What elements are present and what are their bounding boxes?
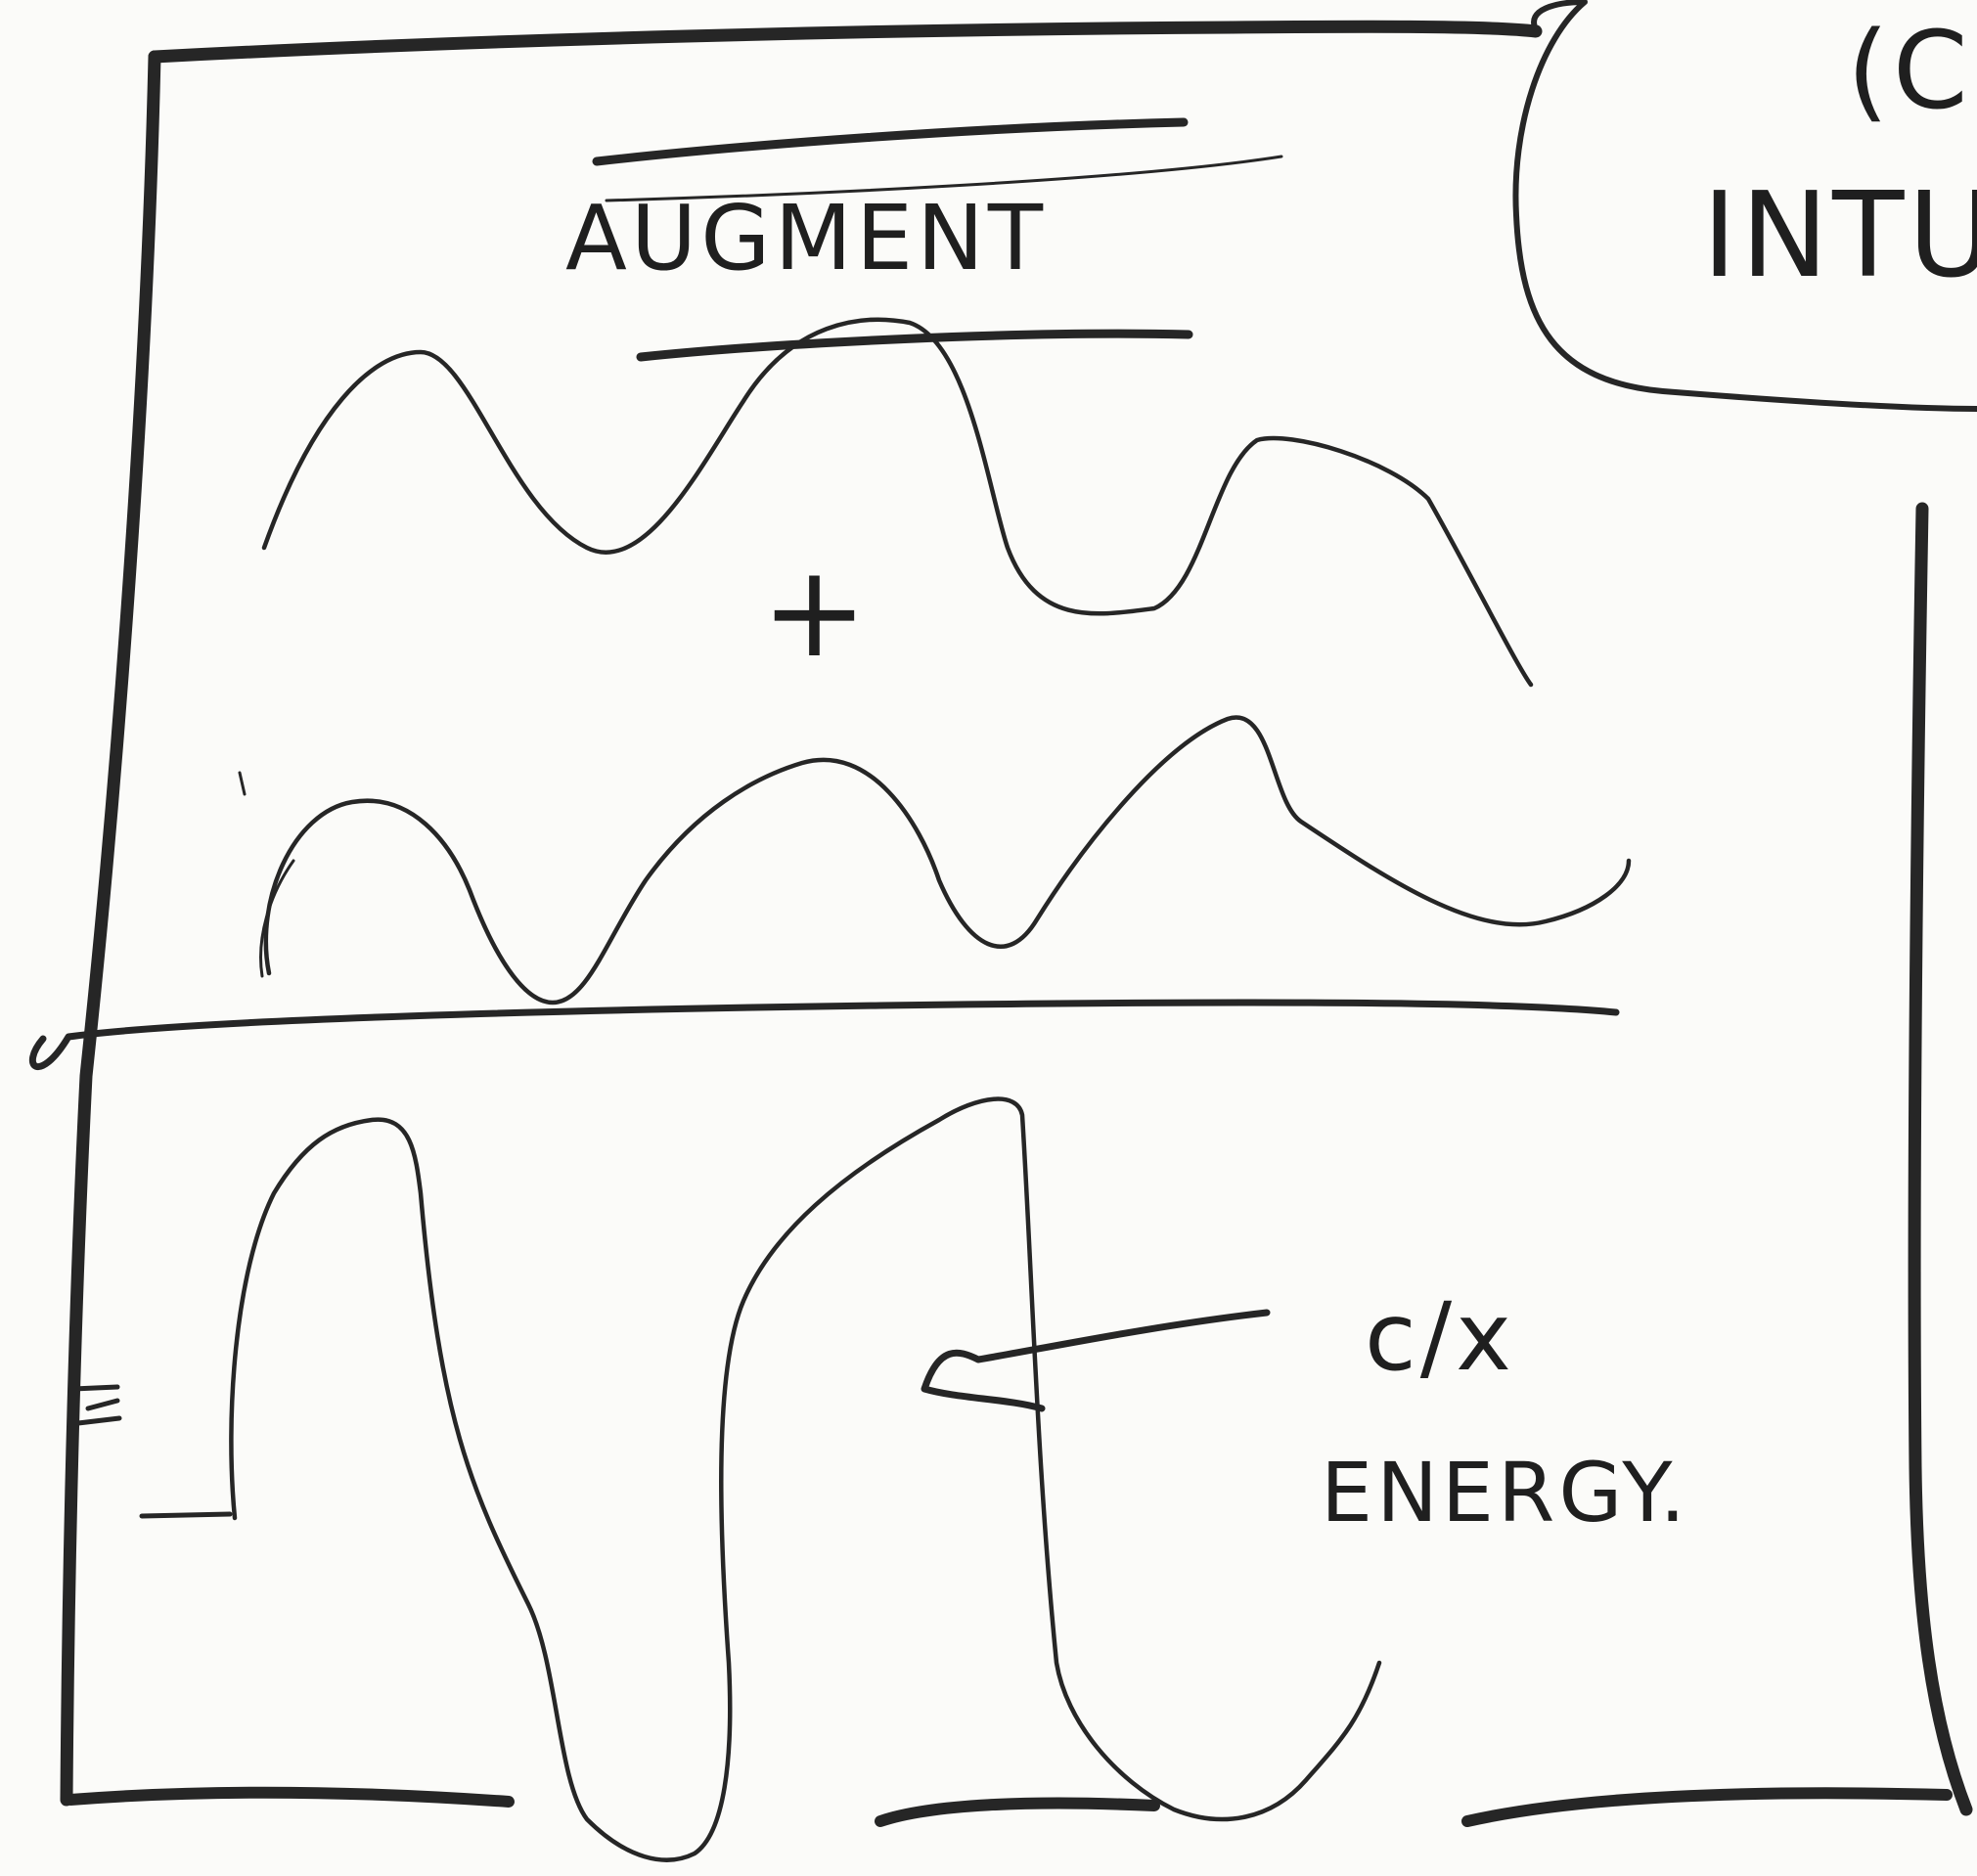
annotation-line-2: ENERGY. (1321, 1445, 1689, 1541)
heading-group: AUGMENT (565, 122, 1281, 357)
frame-left-edge (67, 57, 155, 1800)
wave-1 (264, 320, 1531, 685)
plus-sign: + (761, 537, 872, 686)
heading-underline (641, 334, 1189, 357)
cropped-label-bottom: INTU (1702, 168, 1977, 304)
wave-2 (266, 717, 1629, 1003)
frame-bottom-stroke-1 (70, 1793, 509, 1802)
annotation-group: c/x ENERGY. (1321, 1282, 1689, 1541)
main-frame (67, 26, 1966, 1821)
heading-text: AUGMENT (565, 186, 1047, 290)
square-wave (231, 1099, 1379, 1860)
frame-right-edge (1914, 509, 1966, 1809)
cropped-box-text: (C INTU (1702, 8, 1977, 304)
frame-bottom-stroke-2 (880, 1804, 1154, 1821)
divider-line (32, 1003, 1616, 1067)
tick-mark (240, 773, 245, 794)
annotation-line-1: c/x (1365, 1282, 1515, 1392)
arrow-icon (924, 1313, 1267, 1408)
margin-mark (73, 1387, 119, 1423)
heading-overline (597, 122, 1184, 161)
cropped-label-top: (C (1847, 8, 1972, 133)
frame-bottom-stroke-3 (1467, 1793, 1947, 1821)
margin-dash (142, 1514, 230, 1516)
frame-top-edge (155, 26, 1536, 57)
